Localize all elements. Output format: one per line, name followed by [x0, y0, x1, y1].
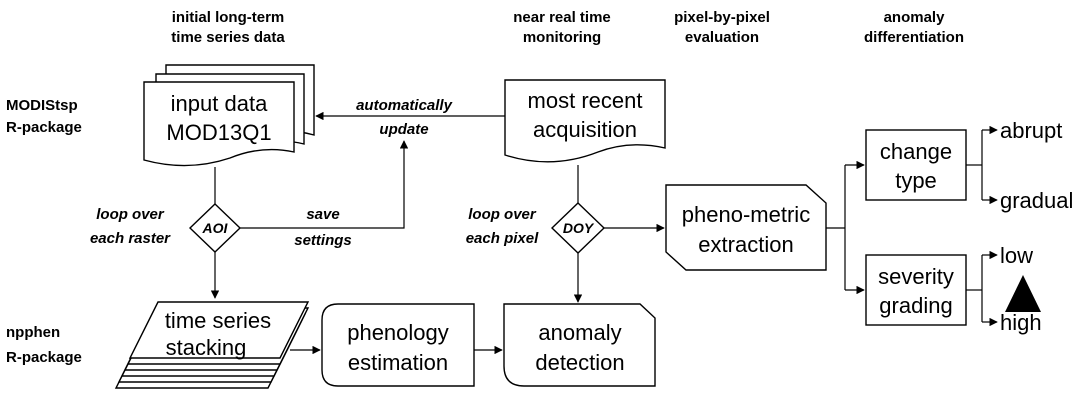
- doy-decision: DOY: [550, 202, 606, 254]
- svg-text:automatically: automatically: [356, 97, 453, 114]
- header-pixel-by-pixel: pixel-by-pixel evaluation: [674, 9, 770, 46]
- pheno-metric-extraction-node: pheno-metric extraction: [665, 184, 827, 271]
- phenology-estimation-node: phenology estimation: [321, 303, 475, 387]
- svg-text:settings: settings: [294, 232, 352, 249]
- severity-grading-node: severity grading: [865, 254, 967, 326]
- row-label-modistsp: MODIStsp R-package: [6, 97, 82, 136]
- svg-text:loop over: loop over: [468, 206, 537, 223]
- time-series-stacking-node: time series stacking: [114, 301, 310, 389]
- svg-text:update: update: [379, 121, 428, 138]
- row-label-npphen: npphen R-package: [6, 324, 82, 366]
- svg-text:acquisition: acquisition: [533, 117, 637, 142]
- loop-pixel-label: loop over each pixel: [466, 206, 539, 247]
- svg-text:DOY: DOY: [563, 220, 595, 236]
- svg-text:near real time: near real time: [513, 9, 611, 26]
- svg-text:time series: time series: [165, 308, 271, 333]
- svg-text:most recent: most recent: [528, 88, 643, 113]
- svg-text:evaluation: evaluation: [685, 29, 759, 46]
- most-recent-acquisition-node: most recent acquisition: [504, 79, 666, 163]
- svg-text:pixel-by-pixel: pixel-by-pixel: [674, 9, 770, 26]
- svg-text:change: change: [880, 139, 952, 164]
- high-label: high: [1000, 310, 1042, 335]
- svg-text:stacking: stacking: [166, 335, 247, 360]
- svg-text:npphen: npphen: [6, 324, 60, 341]
- svg-text:AOI: AOI: [202, 220, 229, 236]
- auto-update-label: automatically update: [356, 97, 453, 138]
- svg-text:severity: severity: [878, 264, 954, 289]
- svg-text:each raster: each raster: [90, 230, 171, 247]
- header-anomaly-differentiation: anomaly differentiation: [864, 9, 964, 46]
- header-near-real-time: near real time monitoring: [513, 9, 611, 46]
- svg-text:monitoring: monitoring: [523, 29, 601, 46]
- svg-text:type: type: [895, 168, 937, 193]
- gradual-label: gradual: [1000, 188, 1073, 213]
- svg-text:anomaly: anomaly: [538, 320, 621, 345]
- save-settings-label: save settings: [294, 206, 352, 249]
- save-settings-arrow: [240, 140, 409, 229]
- loop-raster-label: loop over each raster: [90, 206, 171, 247]
- abrupt-label: abrupt: [1000, 118, 1062, 143]
- svg-text:MODIStsp: MODIStsp: [6, 97, 78, 114]
- header-initial-long-term: initial long-term time series data: [171, 9, 285, 46]
- svg-text:MOD13Q1: MOD13Q1: [166, 120, 271, 145]
- input-data-node: input data MOD13Q1: [143, 64, 315, 167]
- svg-text:save: save: [306, 206, 339, 223]
- svg-text:loop over: loop over: [96, 206, 165, 223]
- svg-text:detection: detection: [535, 350, 624, 375]
- svg-text:differentiation: differentiation: [864, 29, 964, 46]
- svg-text:extraction: extraction: [698, 232, 793, 257]
- svg-text:anomaly: anomaly: [884, 9, 946, 26]
- svg-text:input data: input data: [171, 91, 268, 116]
- svg-text:phenology: phenology: [347, 320, 449, 345]
- svg-text:pheno-metric: pheno-metric: [682, 202, 810, 227]
- svg-text:initial long-term: initial long-term: [172, 9, 285, 26]
- svg-text:grading: grading: [879, 293, 952, 318]
- svg-text:time series data: time series data: [171, 29, 285, 46]
- severity-scale-triangle-icon: [1005, 275, 1041, 312]
- svg-text:R-package: R-package: [6, 349, 82, 366]
- change-type-node: change type: [865, 129, 967, 201]
- aoi-decision: AOI: [188, 203, 242, 253]
- svg-text:R-package: R-package: [6, 119, 82, 136]
- svg-text:estimation: estimation: [348, 350, 448, 375]
- svg-text:each pixel: each pixel: [466, 230, 539, 247]
- anomaly-detection-node: anomaly detection: [503, 303, 656, 387]
- low-label: low: [1000, 243, 1033, 268]
